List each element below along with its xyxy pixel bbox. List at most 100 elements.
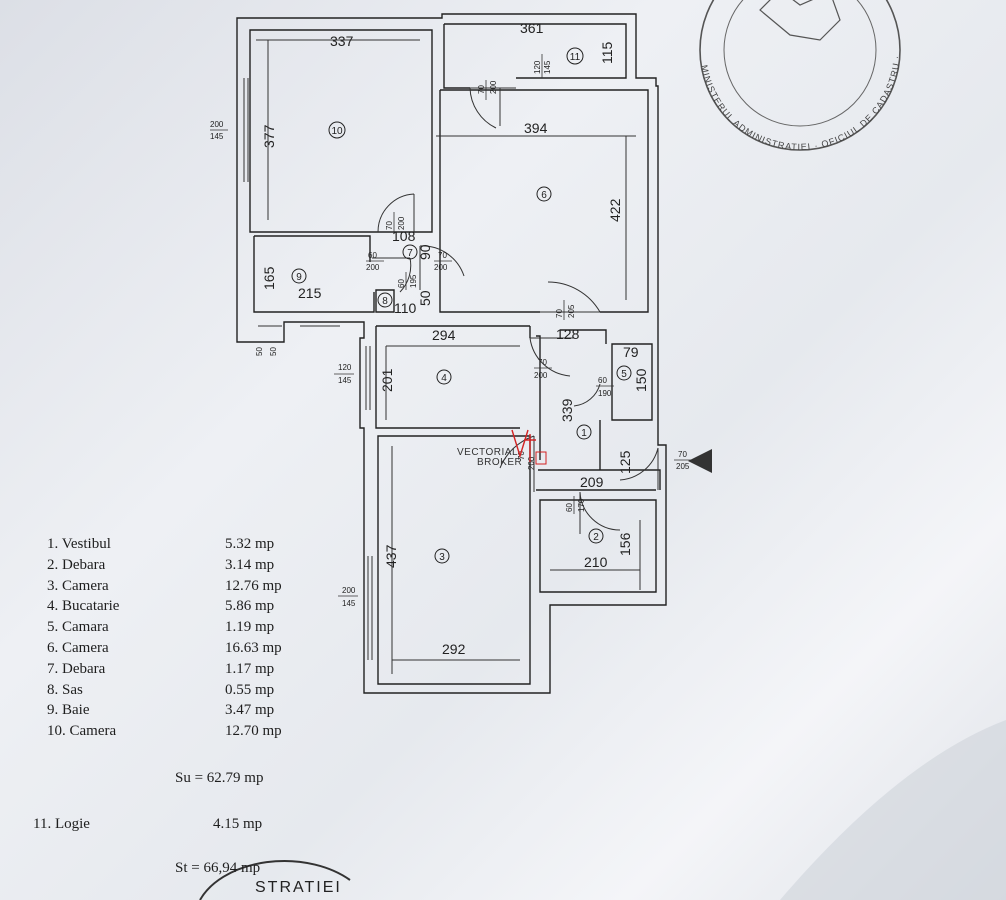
svg-text:205: 205 bbox=[567, 304, 576, 318]
svg-text:70: 70 bbox=[538, 358, 547, 367]
svg-text:60: 60 bbox=[397, 279, 406, 288]
dim-r8-b: 50 bbox=[417, 290, 433, 306]
dim-r1-w: 209 bbox=[580, 474, 604, 490]
svg-text:11: 11 bbox=[570, 52, 581, 63]
svg-text:200: 200 bbox=[527, 456, 536, 470]
dim-r9-h: 165 bbox=[261, 266, 277, 290]
svg-text:60: 60 bbox=[368, 251, 377, 260]
svg-text:200: 200 bbox=[397, 216, 406, 230]
svg-text:170: 170 bbox=[577, 498, 586, 512]
svg-text:60: 60 bbox=[565, 503, 574, 512]
cadastre-stamp: MINISTERUL ADMINISTRATIEI · OFICIUL DE C… bbox=[0, 0, 902, 152]
dim-r3-h: 437 bbox=[383, 544, 399, 568]
dim-r1-h: 339 bbox=[559, 398, 575, 422]
dim-r1-b: 125 bbox=[617, 450, 633, 474]
room-number-8: 8 bbox=[377, 292, 393, 308]
svg-text:145: 145 bbox=[210, 132, 224, 141]
dim-r7-w: 108 bbox=[392, 228, 416, 244]
svg-text:200: 200 bbox=[489, 80, 498, 94]
svg-text:70: 70 bbox=[555, 309, 564, 318]
svg-text:50: 50 bbox=[255, 347, 264, 356]
svg-text:200: 200 bbox=[210, 120, 224, 129]
svg-text:200: 200 bbox=[534, 371, 548, 380]
room-number-2: 2 bbox=[588, 528, 604, 544]
svg-text:MINISTERUL ADMINISTRATIEI · OF: MINISTERUL ADMINISTRATIEI · OFICIUL DE C… bbox=[0, 0, 902, 152]
svg-text:3: 3 bbox=[439, 552, 445, 563]
svg-text:145: 145 bbox=[543, 60, 552, 74]
svg-text:1: 1 bbox=[581, 428, 587, 439]
svg-text:2: 2 bbox=[593, 532, 599, 543]
room-number-3: 3 bbox=[434, 548, 450, 564]
room-number-1: 1 bbox=[576, 424, 592, 440]
door-swings bbox=[372, 87, 659, 534]
svg-text:6: 6 bbox=[541, 190, 547, 201]
dim-r4-w: 294 bbox=[432, 327, 456, 343]
watermark-line2: BROKER bbox=[477, 457, 522, 468]
dimensions: 337 377 361 115 394 422 215 165 108 90 1… bbox=[261, 20, 649, 657]
svg-text:190: 190 bbox=[598, 389, 612, 398]
room-number-7: 7 bbox=[402, 244, 418, 260]
dim-corr-w: 128 bbox=[556, 326, 580, 342]
exterior-walls bbox=[236, 13, 667, 694]
interior-lines bbox=[256, 39, 641, 674]
paper-shadow bbox=[780, 720, 1006, 900]
dim-r6-w: 394 bbox=[524, 120, 548, 136]
dim-r10-w: 337 bbox=[330, 33, 354, 49]
svg-text:145: 145 bbox=[342, 599, 356, 608]
room-number-6: 6 bbox=[536, 186, 552, 202]
svg-text:7: 7 bbox=[407, 248, 413, 259]
svg-text:60: 60 bbox=[598, 376, 607, 385]
svg-text:4: 4 bbox=[441, 373, 447, 384]
opening-w9b: 50 bbox=[269, 347, 278, 356]
svg-text:8: 8 bbox=[382, 296, 388, 307]
room-number-9: 9 bbox=[291, 268, 307, 284]
bottom-stamp: STRATIEI bbox=[199, 860, 351, 900]
dim-r11-h: 115 bbox=[599, 41, 615, 64]
svg-text:200: 200 bbox=[342, 586, 356, 595]
room-number-4: 4 bbox=[436, 369, 452, 385]
svg-text:200: 200 bbox=[366, 263, 380, 272]
svg-text:120: 120 bbox=[338, 363, 352, 372]
svg-text:5: 5 bbox=[621, 369, 627, 380]
svg-text:200: 200 bbox=[434, 263, 448, 272]
svg-text:145: 145 bbox=[338, 376, 352, 385]
svg-text:120: 120 bbox=[533, 60, 542, 74]
svg-text:50: 50 bbox=[269, 347, 278, 356]
st-total: St = 66,94 mp bbox=[175, 860, 261, 876]
room-number-11: 11 bbox=[566, 47, 584, 65]
dim-r6-h: 422 bbox=[607, 198, 623, 222]
svg-text:70: 70 bbox=[517, 451, 526, 460]
dim-r5-h: 150 bbox=[633, 368, 649, 392]
svg-text:10: 10 bbox=[331, 126, 343, 137]
dim-r10-h: 377 bbox=[261, 124, 277, 148]
dim-r5-w: 79 bbox=[623, 344, 639, 360]
su-total: Su = 62.79 mp bbox=[175, 770, 264, 786]
svg-text:9: 9 bbox=[296, 272, 302, 283]
dim-r4-h: 201 bbox=[379, 368, 395, 392]
watermark: VECTORIAL BROKER bbox=[457, 429, 547, 468]
dim-r2-h: 156 bbox=[617, 532, 633, 556]
dim-r7-b: 90 bbox=[417, 244, 433, 260]
room-number-5: 5 bbox=[616, 365, 632, 381]
windows bbox=[243, 78, 373, 660]
stamp-text: MINISTERUL ADMINISTRATIEI · OFICIUL DE C… bbox=[0, 0, 901, 152]
entrance-arrow-icon bbox=[688, 449, 712, 473]
svg-text:70: 70 bbox=[385, 221, 394, 230]
svg-text:205: 205 bbox=[676, 462, 690, 471]
